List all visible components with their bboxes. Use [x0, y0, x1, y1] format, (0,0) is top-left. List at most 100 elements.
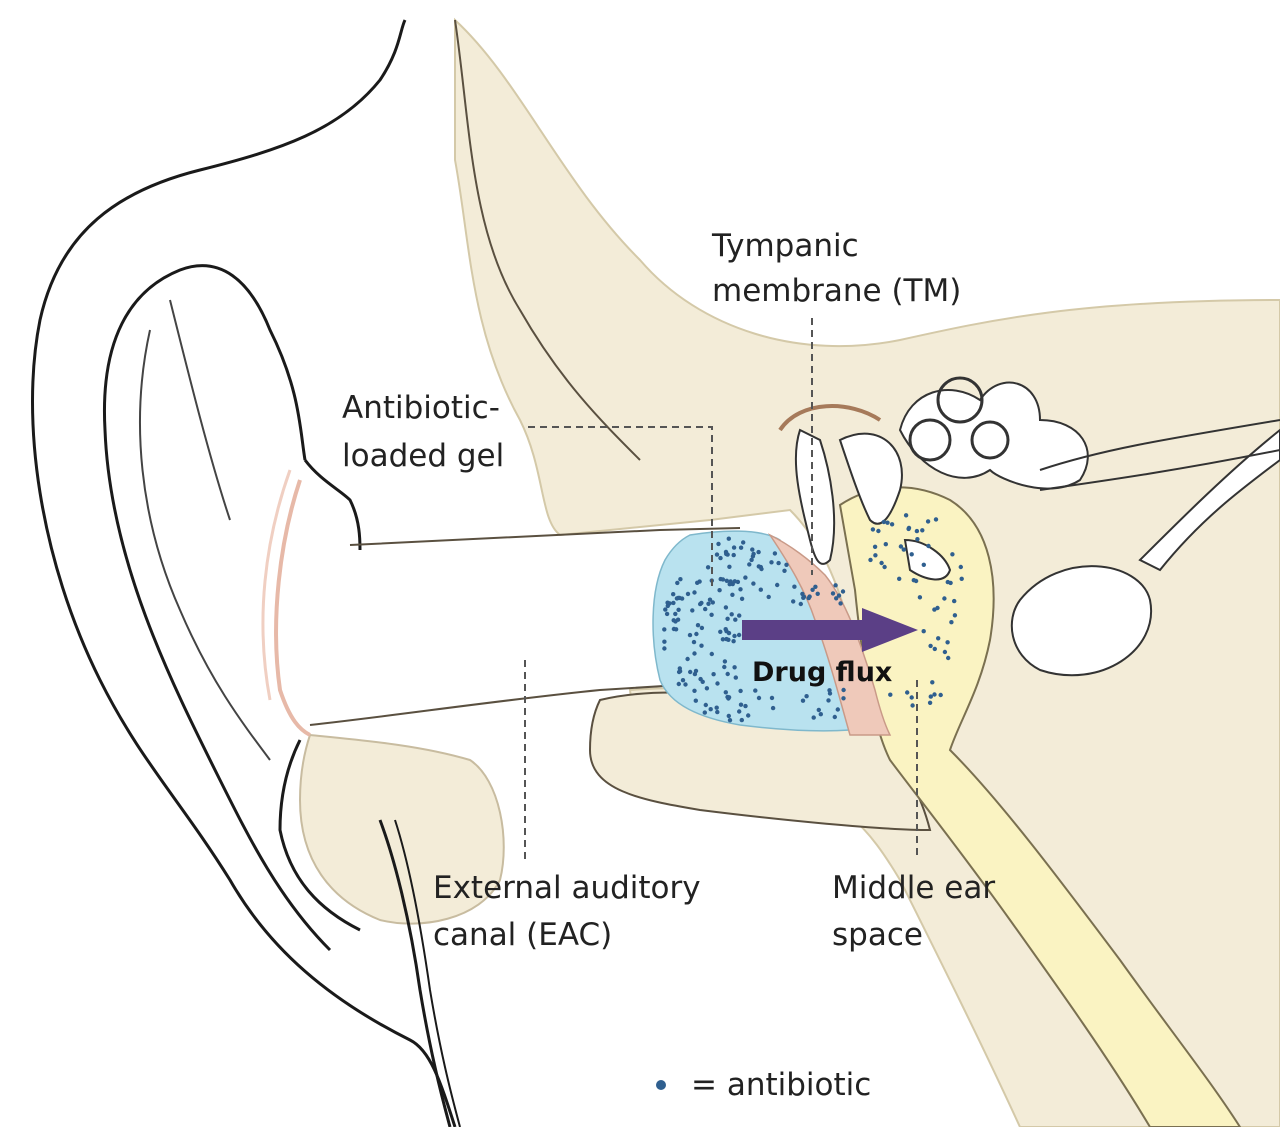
- antibiotic-dot: [953, 613, 957, 617]
- antibiotic-dot: [724, 552, 728, 556]
- antibiotic-dot: [817, 708, 821, 712]
- auricle-crus: [170, 300, 230, 520]
- antibiotic-dot: [932, 607, 936, 611]
- antibiotic-dot: [699, 644, 703, 648]
- auricle-helix-inner: [104, 266, 330, 950]
- antibiotic-dot: [841, 696, 845, 700]
- antibiotic-dot: [841, 589, 845, 593]
- antibiotic-dot: [946, 656, 950, 660]
- antibiotic-dot: [915, 529, 919, 533]
- antibiotic-dot: [759, 567, 763, 571]
- antibiotic-dot: [733, 618, 737, 622]
- antibiotic-dot: [948, 581, 952, 585]
- antibiotic-dot: [751, 581, 755, 585]
- antibiotic-dot: [671, 601, 675, 605]
- antibiotic-dot: [727, 695, 731, 699]
- antibiotic-dot: [756, 550, 760, 554]
- antibiotic-dot: [683, 682, 687, 686]
- antibiotic-dot: [706, 565, 710, 569]
- antibiotic-dot: [715, 710, 719, 714]
- label-gel-1: Antibiotic-: [342, 385, 500, 431]
- antibiotic-dot: [879, 561, 883, 565]
- antibiotic-dot: [890, 522, 894, 526]
- antibiotic-dot: [736, 580, 740, 584]
- antibiotic-dot: [910, 703, 914, 707]
- antibiotic-dot: [792, 585, 796, 589]
- antibiotic-dot: [934, 517, 938, 521]
- antibiotic-dot: [695, 581, 699, 585]
- antibiotic-dot: [932, 692, 936, 696]
- antibiotic-dot: [739, 546, 743, 550]
- antibiotic-dot: [799, 602, 803, 606]
- antibiotic-dot: [771, 706, 775, 710]
- antibiotic-dot: [730, 612, 734, 616]
- antibiotic-dot: [882, 565, 886, 569]
- antibiotic-dot: [709, 613, 713, 617]
- antibiotic-dot: [722, 665, 726, 669]
- antibiotic-dot: [738, 587, 742, 591]
- antibiotic-dot: [926, 519, 930, 523]
- antibiotic-dot: [743, 704, 747, 708]
- antibiotic-dot: [910, 695, 914, 699]
- antibiotic-dot: [868, 558, 872, 562]
- antibiotic-dot: [718, 556, 722, 560]
- antibiotic-dot: [769, 560, 773, 564]
- antibiotic-dot: [738, 689, 742, 693]
- antibiotic-dot: [662, 646, 666, 650]
- antibiotic-dot: [960, 577, 964, 581]
- concha-shading: [276, 480, 310, 735]
- antibiotic-dot: [724, 637, 728, 641]
- antibiotic-dot: [700, 626, 704, 630]
- antibiotic-dot: [665, 612, 669, 616]
- antibiotic-dot: [882, 520, 886, 524]
- antibiotic-dot: [711, 672, 715, 676]
- antibiotic-dot: [770, 696, 774, 700]
- label-middle-ear-2: space: [832, 912, 923, 958]
- antibiotic-dot: [928, 701, 932, 705]
- antibiotic-dot: [715, 552, 719, 556]
- antibiotic-dot: [885, 521, 889, 525]
- label-middle-ear-1: Middle ear: [832, 865, 995, 911]
- antibiotic-dot: [724, 627, 728, 631]
- antibiotic-dot: [873, 545, 877, 549]
- antibiotic-dot: [876, 529, 880, 533]
- antibiotic-dot: [681, 678, 685, 682]
- antibiotic-dot: [723, 659, 727, 663]
- antibiotic-dot: [728, 718, 732, 722]
- antibiotic-dot: [725, 579, 729, 583]
- antibiotic-dot: [721, 577, 725, 581]
- antibiotic-dot: [833, 583, 837, 587]
- antibiotic-dot: [959, 565, 963, 569]
- antibiotic-dot: [837, 593, 841, 597]
- antibiotic-dot: [737, 613, 741, 617]
- antibiotic-dot: [662, 627, 666, 631]
- antibiotic-dot: [725, 617, 729, 621]
- antibiotic-dot: [662, 640, 666, 644]
- antibiotic-dot: [731, 639, 735, 643]
- legend-dot: [656, 1080, 666, 1090]
- antibiotic-dot: [692, 689, 696, 693]
- antibiotic-dot: [807, 594, 811, 598]
- antibiotic-dot: [899, 544, 903, 548]
- antibiotic-dot: [746, 713, 750, 717]
- label-tympanic-membrane-1: Tympanic: [712, 223, 859, 269]
- drug-flux-arrow-shaft: [742, 620, 867, 640]
- antibiotic-dot: [710, 652, 714, 656]
- antibiotic-dot: [690, 608, 694, 612]
- antibiotic-dot: [709, 707, 713, 711]
- antibiotic-dot: [747, 562, 751, 566]
- antibiotic-dot: [705, 686, 709, 690]
- label-drug-flux: Drug flux: [752, 650, 892, 696]
- antibiotic-dot: [926, 544, 930, 548]
- antibiotic-dot: [826, 698, 830, 702]
- antibiotic-dot: [838, 601, 842, 605]
- antibiotic-dot: [897, 577, 901, 581]
- antibiotic-dot: [678, 577, 682, 581]
- antibiotic-dot: [920, 528, 924, 532]
- antibiotic-dot: [708, 598, 712, 602]
- antibiotic-dot: [784, 563, 788, 567]
- label-tympanic-membrane-2: membrane (TM): [712, 268, 961, 314]
- antibiotic-dot: [831, 591, 835, 595]
- antibiotic-dot: [728, 582, 732, 586]
- antibiotic-dot: [743, 575, 747, 579]
